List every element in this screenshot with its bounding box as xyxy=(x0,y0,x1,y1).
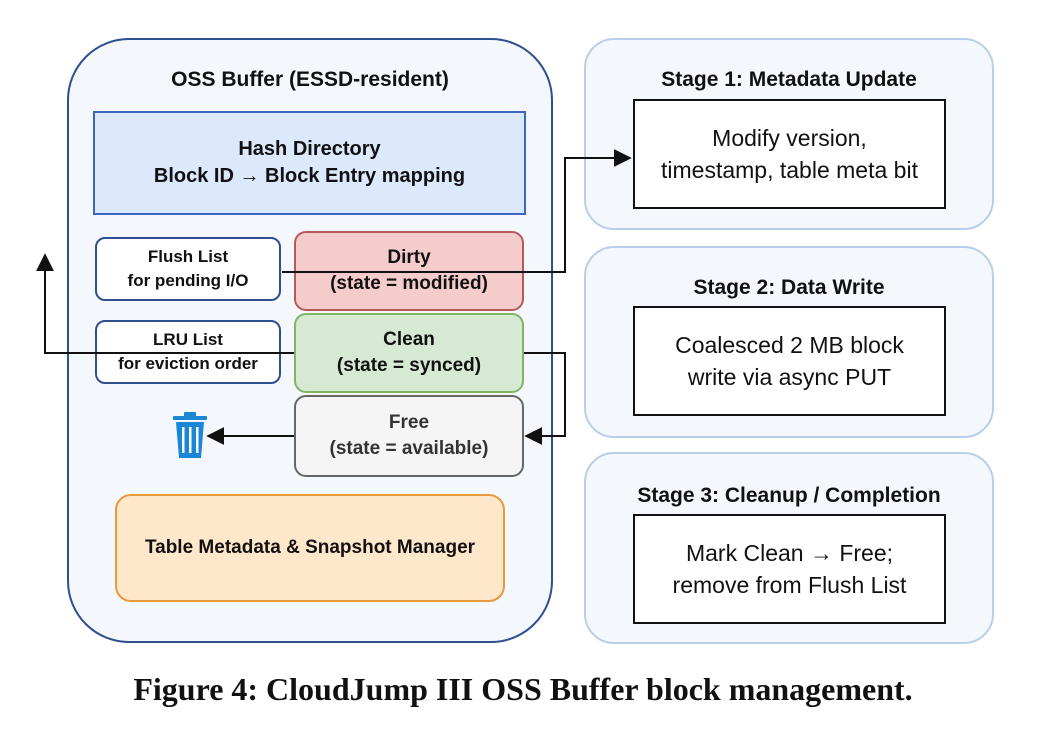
clean-to-free-arrow xyxy=(524,352,566,445)
stage-2-title: Stage 2: Data Write xyxy=(693,276,885,299)
stage-3-title: Stage 3: Cleanup / Completion xyxy=(637,484,941,507)
oss-buffer-title: OSS Buffer (ESSD-resident) xyxy=(171,68,449,91)
stage-3-content: Mark Clean → Free; remove from Flush Lis… xyxy=(633,514,946,624)
lru-list-title: LRU List xyxy=(153,330,223,349)
flush-list-subtitle: for pending I/O xyxy=(127,271,249,290)
stage-2-content: Coalesced 2 MB block write via async PUT xyxy=(633,306,946,416)
clean-state-title: Clean xyxy=(383,329,435,350)
lru-list-subtitle: for eviction order xyxy=(118,354,258,373)
stage-1-title: Stage 1: Metadata Update xyxy=(661,68,917,91)
flush-to-stage1-arrow xyxy=(282,149,632,273)
dirty-state-title: Dirty xyxy=(387,247,431,268)
stage-1-line-2: timestamp, table meta bit xyxy=(661,157,918,183)
stage-3-line-1: Mark Clean → Free; xyxy=(685,540,894,566)
hash-directory-box: Hash Directory Block ID → Block Entry ma… xyxy=(93,111,526,215)
lru-eviction-arrow xyxy=(36,253,294,354)
free-state-title: Free xyxy=(388,412,430,433)
dirty-state-subtitle: (state = modified) xyxy=(330,273,488,294)
trash-icon xyxy=(173,412,207,458)
clean-state-box: Clean (state = synced) xyxy=(294,313,524,393)
figure-caption: Figure 4: CloudJump III OSS Buffer block… xyxy=(133,671,913,707)
flush-list-title: Flush List xyxy=(147,247,229,266)
hash-directory-subtitle: Block ID → Block Entry mapping xyxy=(153,165,466,187)
metadata-manager-label: Table Metadata & Snapshot Manager xyxy=(144,537,476,558)
metadata-manager-box: Table Metadata & Snapshot Manager xyxy=(115,494,505,602)
stage-2-line-1: Coalesced 2 MB block xyxy=(675,332,904,358)
stage-1-content: Modify version, timestamp, table meta bi… xyxy=(633,99,946,209)
free-state-box: Free (state = available) xyxy=(294,395,524,477)
stage-3-line-2: remove from Flush List xyxy=(672,572,907,598)
free-state-subtitle: (state = available) xyxy=(329,438,489,459)
hash-directory-title: Hash Directory xyxy=(238,138,381,160)
clean-state-subtitle: (state = synced) xyxy=(336,355,482,376)
stage-2-line-2: write via async PUT xyxy=(687,364,892,390)
stage-1-line-1: Modify version, xyxy=(712,125,867,151)
flush-list-box: Flush List for pending I/O xyxy=(95,237,281,301)
